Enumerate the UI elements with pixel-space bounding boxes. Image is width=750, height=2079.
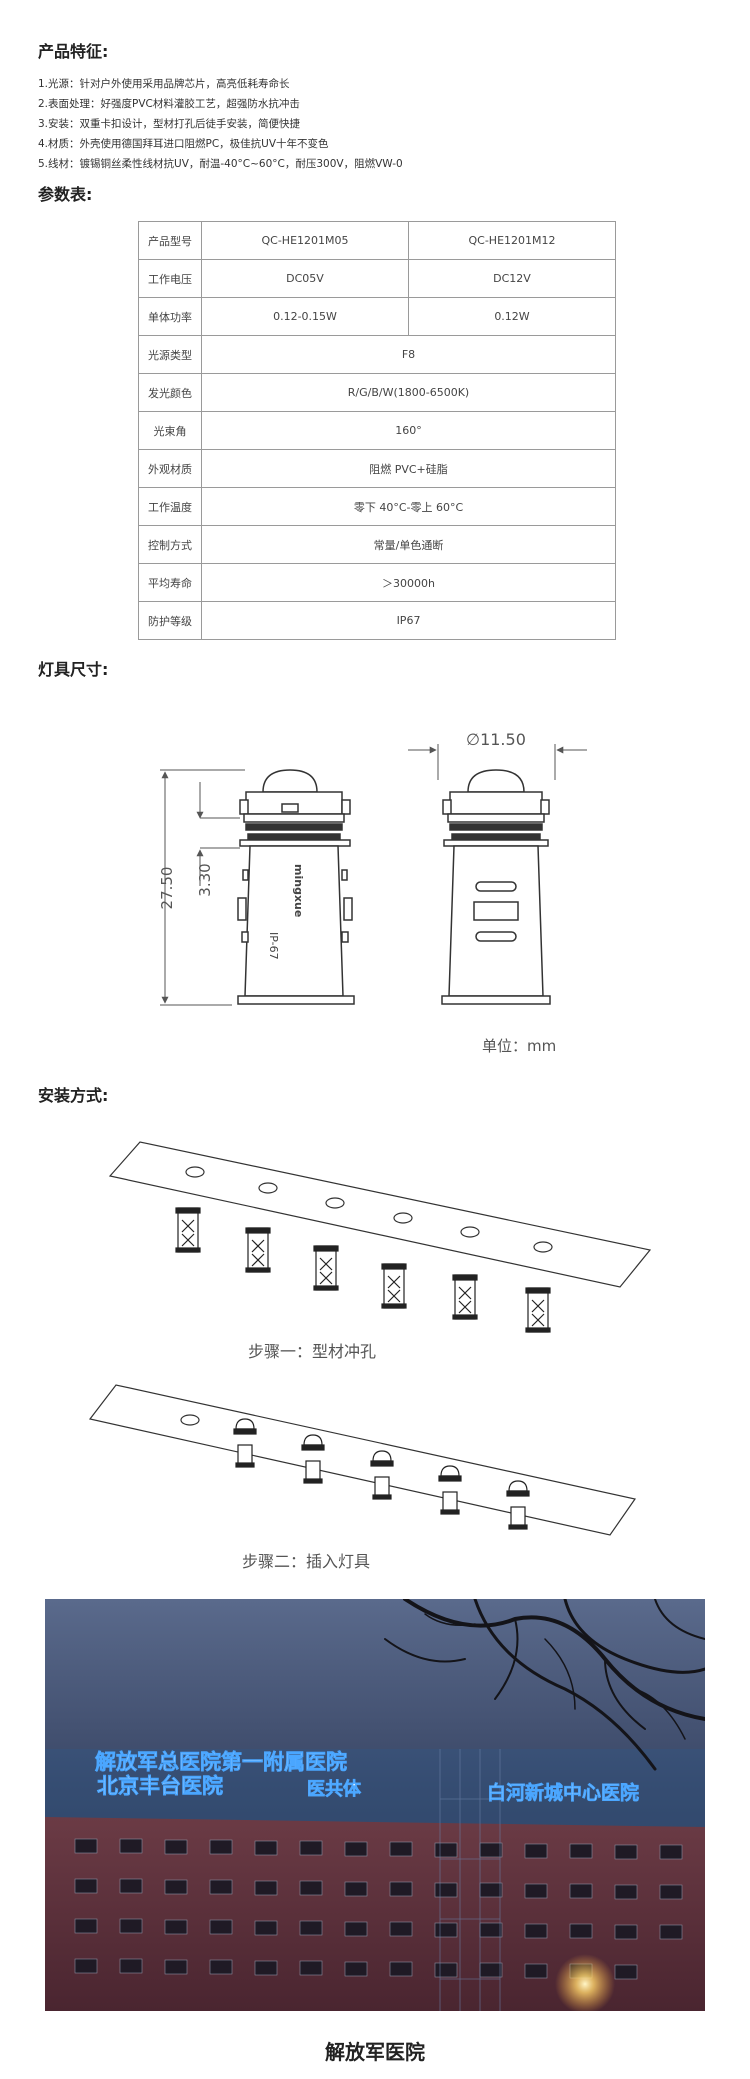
sign-line-4: 白河新城中心医院 <box>487 1781 639 1804</box>
dim-diameter-label: ∅11.50 <box>466 730 526 749</box>
sign-line-3: 医共体 <box>307 1778 362 1800</box>
sign-line-2: 北京丰台医院 <box>97 1774 223 1798</box>
spec-model-2: QC-HE1201M12 <box>408 221 616 260</box>
table-row: 光源类型 F8 <box>138 335 616 374</box>
table-row: 单体功率 0.12-0.15W 0.12W <box>138 297 616 336</box>
feature-item: 1.光源：针对户外使用采用品牌芯片，高亮低耗寿命长 <box>38 78 290 90</box>
spec-value: DC05V <box>201 259 409 298</box>
spec-value: ＞30000h <box>201 563 616 602</box>
feature-item: 5.线材：镀锡铜丝柔性线材抗UV，耐温-40°C~60°C，耐压300V，阻燃V… <box>38 158 403 170</box>
params-title: 参数表: <box>38 185 93 204</box>
dimension-drawing: 27.50 3.30 ∅11.50 mingxue IP-67 <box>158 730 587 1055</box>
dimensions-title: 灯具尺寸: <box>38 660 109 679</box>
lamp-front-view <box>237 769 355 1005</box>
spec-label: 产品型号 <box>138 221 202 260</box>
features-list: 1.光源：针对户外使用采用品牌芯片，高亮低耗寿命长 2.表面处理：好强度PVC材… <box>38 74 403 174</box>
spec-model-1: QC-HE1201M05 <box>201 221 409 260</box>
table-row: 控制方式 常量/单色通断 <box>138 525 616 564</box>
spec-value: 零下 40°C-零上 60°C <box>201 487 616 526</box>
feature-item: 3.安装：双重卡扣设计，型材打孔后徒手安装，简便快捷 <box>38 118 301 130</box>
spec-label: 光束角 <box>138 411 202 450</box>
spec-label: 发光颜色 <box>138 373 202 412</box>
spec-value: 阻燃 PVC+硅脂 <box>201 449 616 488</box>
spec-label: 光源类型 <box>138 335 202 374</box>
spec-value: R/G/B/W(1800-6500K) <box>201 373 616 412</box>
dim-height-label: 27.50 <box>158 867 176 910</box>
table-row: 产品型号 QC-HE1201M05 QC-HE1201M12 <box>138 221 616 260</box>
lamp-side-view <box>441 769 551 1005</box>
table-row: 发光颜色 R/G/B/W(1800-6500K) <box>138 373 616 412</box>
dim-unit-label: 单位：mm <box>482 1037 556 1055</box>
spec-value: IP67 <box>201 601 616 640</box>
lamp-brand-text: mingxue <box>292 864 305 917</box>
feature-item: 2.表面处理：好强度PVC材料灌胶工艺，超强防水抗冲击 <box>38 98 300 110</box>
table-row: 工作电压 DC05V DC12V <box>138 259 616 298</box>
install-step2-drawing <box>88 1384 637 1536</box>
spec-table: 产品型号 QC-HE1201M05 QC-HE1201M12 工作电压 DC05… <box>138 221 616 640</box>
features-title: 产品特征: <box>38 42 109 61</box>
sign-line-1: 解放军总医院第一附属医院 <box>95 1750 347 1774</box>
table-row: 工作温度 零下 40°C-零上 60°C <box>138 487 616 526</box>
spec-label: 工作电压 <box>138 259 202 298</box>
install-title: 安装方式: <box>38 1086 109 1105</box>
table-row: 光束角 160° <box>138 411 616 450</box>
spec-label: 控制方式 <box>138 525 202 564</box>
install-step1-drawing <box>108 1141 652 1333</box>
spec-value: 0.12-0.15W <box>201 297 409 336</box>
dim-subheight-label: 3.30 <box>196 863 214 896</box>
case-caption: 解放军医院 <box>325 2040 425 2064</box>
lamp-ip-text: IP-67 <box>267 932 280 960</box>
case-photo: 解放军总医院第一附属医院 北京丰台医院 医共体 白河新城中心医院 <box>45 1599 705 2011</box>
install-step2-caption: 步骤二：插入灯具 <box>242 1552 371 1571</box>
spec-value: DC12V <box>408 259 616 298</box>
spec-label: 防护等级 <box>138 601 202 640</box>
install-step1-caption: 步骤一：型材冲孔 <box>248 1342 377 1361</box>
spec-label: 单体功率 <box>138 297 202 336</box>
spec-label: 外观材质 <box>138 449 202 488</box>
table-row: 外观材质 阻燃 PVC+硅脂 <box>138 449 616 488</box>
spec-label: 工作温度 <box>138 487 202 526</box>
feature-item: 4.材质：外壳使用德国拜耳进口阻燃PC，极佳抗UV十年不变色 <box>38 138 329 150</box>
table-row: 平均寿命 ＞30000h <box>138 563 616 602</box>
spec-value: F8 <box>201 335 616 374</box>
table-row: 防护等级 IP67 <box>138 601 616 640</box>
spec-value: 常量/单色通断 <box>201 525 616 564</box>
spec-value: 0.12W <box>408 297 616 336</box>
spec-label: 平均寿命 <box>138 563 202 602</box>
spec-value: 160° <box>201 411 616 450</box>
